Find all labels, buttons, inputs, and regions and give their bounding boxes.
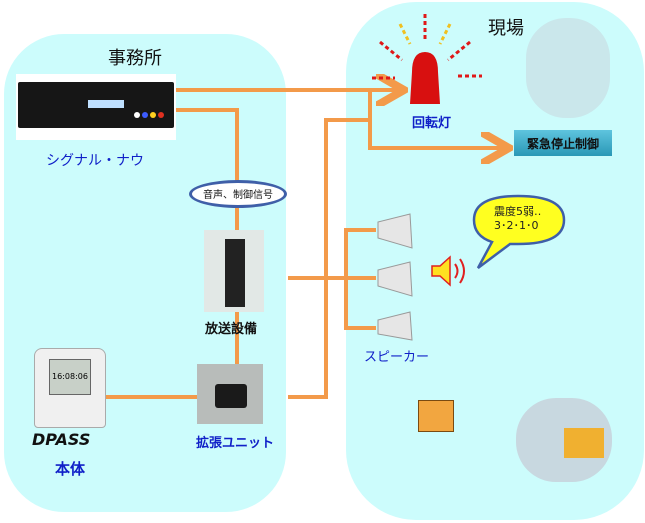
forklift-illustration bbox=[516, 398, 612, 482]
signal-now-device bbox=[16, 74, 176, 140]
box-carrier-illustration bbox=[412, 390, 472, 470]
speaker-label: スピーカー bbox=[364, 350, 430, 365]
speech-bubble bbox=[472, 194, 566, 269]
rotating-light-icon bbox=[372, 14, 482, 104]
dpass-logo: DPASS bbox=[32, 430, 91, 449]
signal-tag: 音声、制御信号 bbox=[189, 180, 287, 208]
line-trunk-to-stop bbox=[368, 90, 505, 148]
broadcast-equipment bbox=[204, 230, 264, 312]
lab-worker-illustration bbox=[526, 18, 610, 118]
signal-now-label: シグナル・ナウ bbox=[46, 153, 144, 169]
broadcast-label: 放送設備 bbox=[205, 322, 258, 337]
emergency-stop-label: 緊急停止制御 bbox=[526, 137, 599, 151]
sound-icon bbox=[431, 255, 465, 287]
main-unit-label: 本体 bbox=[55, 460, 86, 478]
speakers-icon bbox=[377, 213, 413, 341]
line-ext-to-trunk bbox=[288, 118, 370, 399]
signal-tag-text: 音声、制御信号 bbox=[203, 190, 273, 201]
main-unit-clock: 16:08:06 bbox=[49, 359, 91, 395]
extension-unit-label: 拡張ユニット bbox=[196, 436, 275, 451]
site-title: 現場 bbox=[488, 18, 524, 39]
office-title: 事務所 bbox=[108, 48, 162, 69]
fallen-worker-illustration bbox=[520, 240, 620, 330]
extension-unit bbox=[197, 364, 263, 424]
bubble-line2: 3･2･1･0 bbox=[494, 219, 539, 232]
rotating-light-label: 回転灯 bbox=[412, 116, 452, 131]
main-unit-device: 16:08:06 bbox=[34, 348, 106, 428]
emergency-stop-box: 緊急停止制御 bbox=[514, 130, 612, 156]
bubble-line1: 震度5弱‥ bbox=[494, 205, 542, 218]
